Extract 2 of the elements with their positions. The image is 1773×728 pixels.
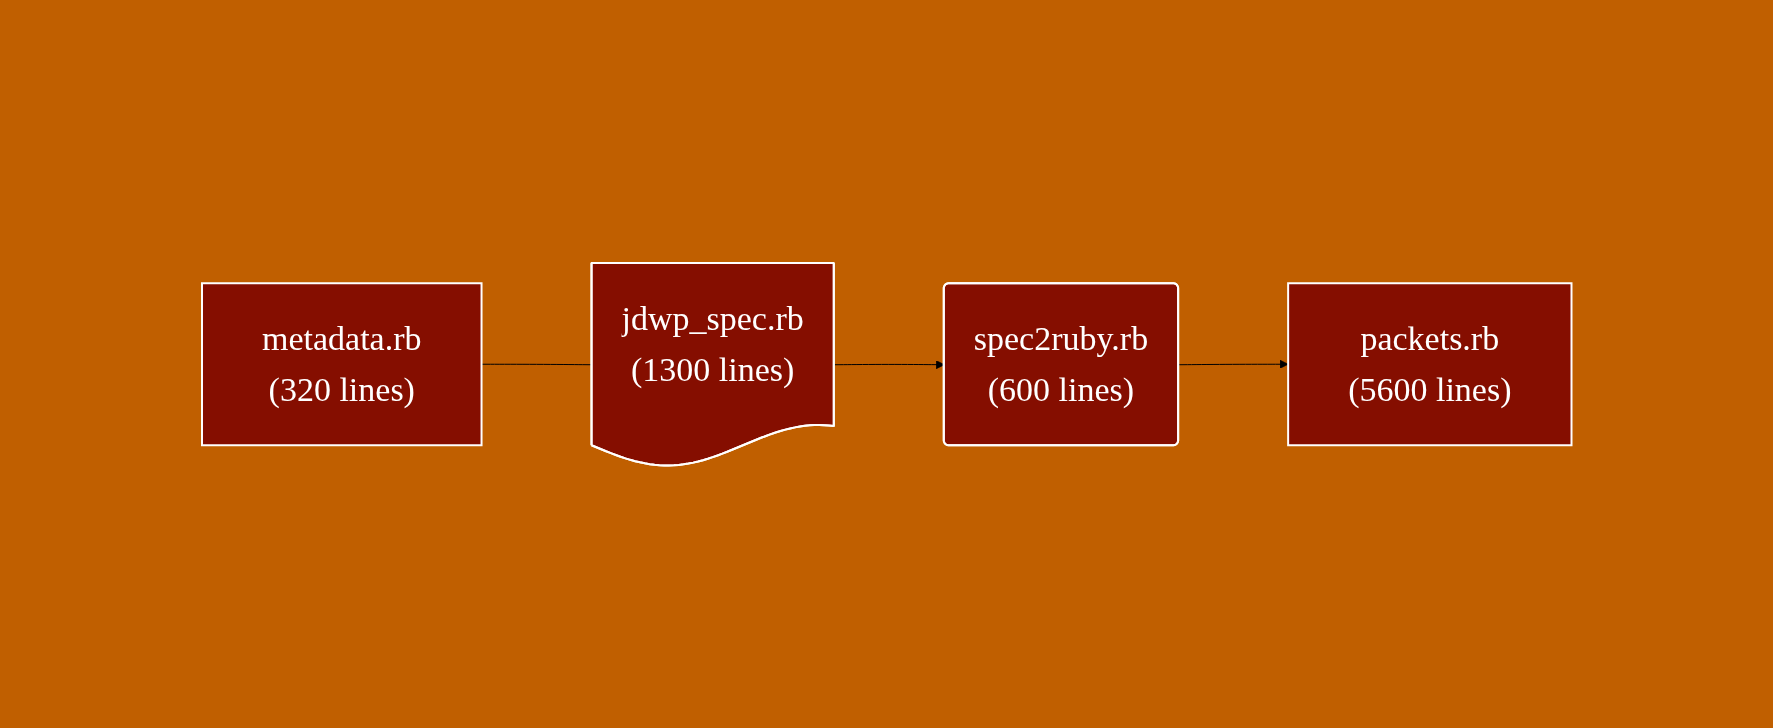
node-box: packets.rb (5600 lines) — [1286, 282, 1573, 446]
node-box: metadata.rb (320 lines) — [200, 282, 483, 446]
